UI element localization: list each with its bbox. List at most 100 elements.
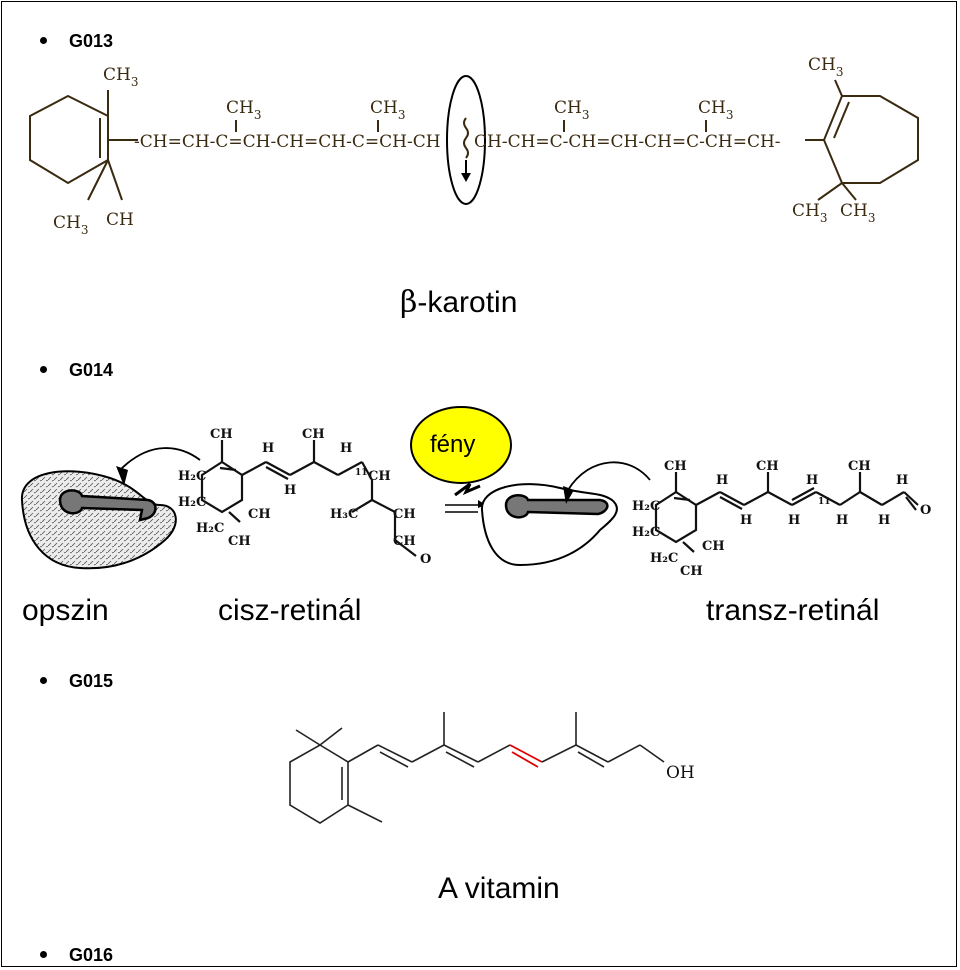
svg-text:H₂C: H₂C [632,499,660,514]
opszin-label: opszin [22,594,109,627]
highlighted-bond [509,744,543,763]
svg-text:CH: CH [248,507,271,522]
svg-text:H: H [340,441,352,456]
svg-text:O: O [920,503,931,518]
svg-text:CH: CH [702,539,725,554]
svg-text:11: 11 [818,497,831,507]
bullet-dot [40,365,47,373]
section-bullet-g013: G013 [40,31,113,52]
section-bullet-g016: G016 [40,945,113,966]
svg-text:H₂C: H₂C [632,525,660,540]
svg-text:O: O [420,552,431,567]
svg-text:H₂C: H₂C [178,495,206,510]
vitamin-a-ring [289,744,349,824]
svg-text:H: H [262,441,274,456]
chain-bond [607,744,641,763]
arrow-head [116,466,128,486]
chain-bond [411,744,445,763]
feny-ellipse [410,406,512,484]
svg-text:H: H [716,473,728,488]
gem-dimethyl-bond [295,729,321,746]
methyl-bond [87,159,109,201]
chain-bond [575,744,609,763]
retinal-pocket-right [504,494,609,519]
svg-text:H₂C: H₂C [196,521,224,536]
section-id: G014 [69,360,114,380]
ch3-label: CH3 [554,98,589,122]
vitamin-a-caption: A vitamin [438,872,560,905]
svg-text:H: H [806,473,818,488]
ch3-label: CH3 [53,213,88,237]
svg-text:CH: CH [756,459,779,474]
chain-double-bond [445,751,475,768]
ch3-label: CH3 [792,201,827,225]
svg-text:H: H [836,513,848,528]
section-bullet-g014: G014 [40,360,113,381]
cis-retinal-structure: CH CH H H H 11 CH H₂C H₂C H₂C CH CH H₃C … [178,427,431,567]
binding-arrow-left [119,447,201,471]
cisz-retinal-label: cisz-retinál [218,594,362,627]
svg-text:H₂C: H₂C [178,469,206,484]
ch3-label: CH3 [103,65,138,89]
svg-text:H₃C: H₃C [330,507,358,522]
section-id: G013 [69,31,114,51]
wavy-bond [463,117,469,159]
bullet-dot [40,676,47,684]
svg-text:CH: CH [680,564,703,579]
svg-text:H₂C: H₂C [650,551,678,566]
section-id: G016 [69,945,114,965]
svg-text:H: H [740,513,752,528]
methyl-bond [817,182,843,201]
svg-text:CH: CH [393,507,416,522]
arrow-head [461,173,471,182]
svg-text:H: H [878,513,890,528]
ch-label: CH [106,210,134,230]
chain-bond [443,744,479,763]
methyl-bond [347,804,383,823]
chain-bond [377,744,413,763]
gem-dimethyl-bond [319,727,343,746]
ch3-label: CH3 [370,98,405,122]
chain-bond [639,744,665,763]
bullet-dot [40,950,47,958]
oh-label: OH [666,763,695,783]
right-ring [822,95,919,184]
chain-bond [347,744,379,763]
chain-double-bond [577,751,605,768]
ring-double-bond [833,101,850,139]
retinal-pocket-left [58,489,157,522]
feny-label: fény [430,431,475,458]
svg-text:CH: CH [368,469,391,484]
light-bolt-icon [454,482,481,497]
methyl-bond [107,159,123,201]
ch3-label: CH3 [808,55,843,79]
methyl-bond [841,182,857,201]
svg-text:CH: CH [393,534,416,549]
methyl-bond [834,79,843,97]
ch3-label: CH3 [226,98,261,122]
chain-bond [477,744,511,763]
svg-text:CH: CH [848,459,871,474]
arrow-head [563,486,574,504]
svg-text:CH: CH [302,427,325,442]
chain-bond [541,744,577,763]
svg-text:H: H [896,473,908,488]
svg-text:CH: CH [664,459,687,474]
section-id: G015 [69,671,114,691]
trans-retinal-structure: CH CH CH H H H H H H H 11 O H₂C H₂C H₂C … [632,459,931,579]
svg-text:11: 11 [355,468,368,478]
svg-text:H: H [284,483,296,498]
ch3-label: CH3 [840,201,875,225]
bullet-dot [40,36,47,44]
polyene-chain-left: -CH=CH-C=CH-CH=CH-C=CH-CH [134,132,441,152]
svg-text:CH: CH [210,427,233,442]
chain-double-bond [379,751,409,768]
beta-carotene-caption: β-karotin [400,285,518,320]
cleavage-ellipse [446,75,486,205]
svg-text:H: H [788,513,800,528]
svg-text:CH: CH [228,534,251,549]
